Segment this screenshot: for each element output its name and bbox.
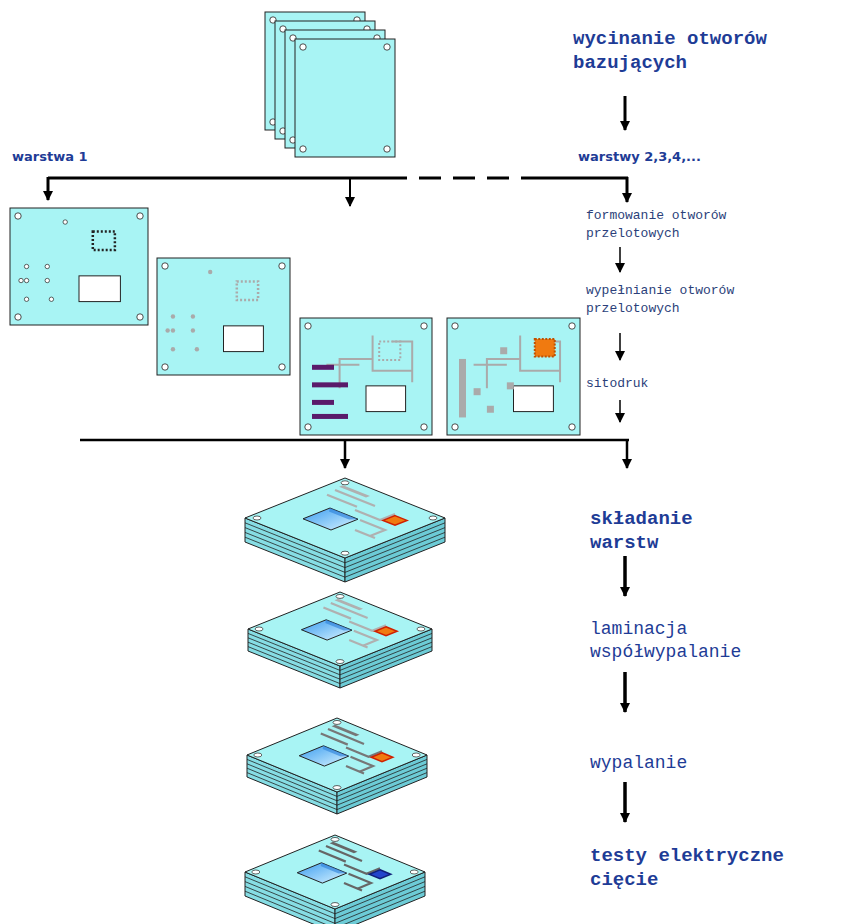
step-label: formowanie otworów przelotowych: [586, 207, 786, 242]
ceramic-sheet: [300, 318, 432, 435]
ceramic-sheet: [447, 318, 580, 435]
ceramic-sheet: [295, 39, 395, 157]
step-label: wypalanie: [590, 752, 760, 775]
layer-sheets: [10, 12, 580, 435]
step-label: laminacja współwypalanie: [590, 618, 760, 665]
flow-arrows: [48, 96, 629, 822]
laminated-stack: [245, 478, 445, 582]
step-label: wypełnianie otworów przelotowych: [586, 282, 786, 317]
step-label: warstwa 1: [12, 149, 132, 164]
laminated-stack: [245, 835, 425, 924]
ceramic-sheet: [157, 258, 290, 375]
step-label: warstwy 2,3,4,...: [578, 149, 738, 164]
step-label: testy elektryczne cięcie: [590, 845, 830, 893]
step-label: wycinanie otworów bazujących: [573, 28, 813, 76]
ceramic-sheet: [10, 208, 148, 325]
laminated-stack: [247, 718, 427, 814]
layer-stacks: [245, 478, 445, 924]
laminated-stack: [248, 592, 432, 688]
step-label: sitodruk: [586, 375, 786, 393]
step-label: składanie warstw: [590, 508, 715, 556]
